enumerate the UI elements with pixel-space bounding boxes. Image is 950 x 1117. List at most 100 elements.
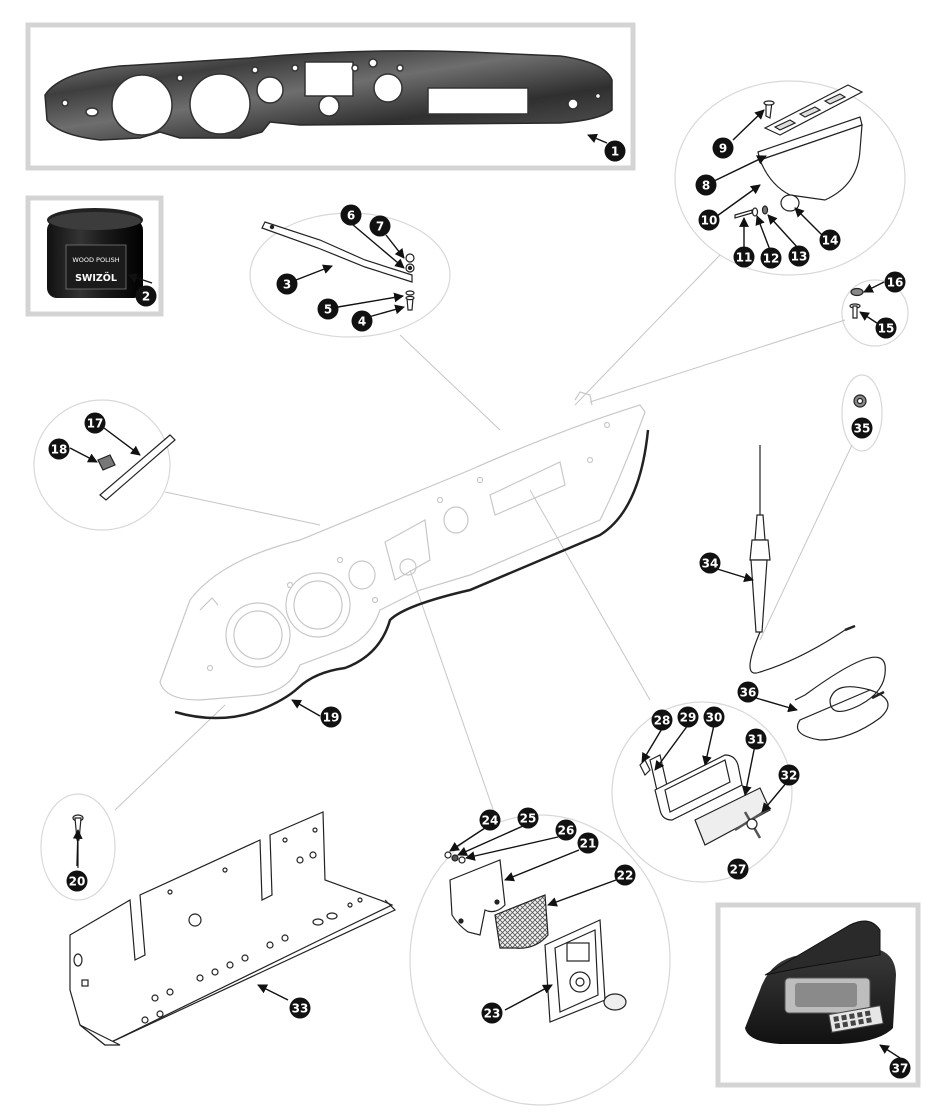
callout-label-7: 7 <box>376 220 384 234</box>
callout-badge-37: 37 <box>889 1057 911 1079</box>
callout-label-32: 32 <box>781 769 798 783</box>
callout-label-20: 20 <box>69 875 86 889</box>
callout-badge-9: 9 <box>712 137 734 159</box>
callout-badge-28: 28 <box>651 709 673 731</box>
callout-badge-10: 10 <box>698 209 720 231</box>
callout-badge-3: 3 <box>276 273 298 295</box>
callout-badge-2: 2 <box>135 285 157 307</box>
callout-badge-24: 24 <box>479 809 501 831</box>
callout-badge-26: 26 <box>555 819 577 841</box>
callout-label-28: 28 <box>654 714 671 728</box>
screw-parts <box>849 287 864 319</box>
callout-label-19: 19 <box>323 711 340 725</box>
radio-panel-parts <box>444 851 627 1023</box>
callout-label-24: 24 <box>482 814 499 828</box>
group-circle-grommet <box>841 374 883 452</box>
polish-label-brand: SWIZÖL <box>75 273 117 284</box>
callout-badges: 1 2 3 4 5 6 7 8 9 10 11 12 13 14 15 16 1… <box>48 137 911 1079</box>
callout-badge-30: 30 <box>703 706 725 728</box>
callout-badge-29: 29 <box>677 706 699 728</box>
callout-badge-27: 27 <box>727 858 749 880</box>
callout-badge-18: 18 <box>48 438 70 460</box>
callout-label-11: 11 <box>736 251 753 265</box>
switch-bracket-parts <box>734 84 864 219</box>
callout-label-30: 30 <box>706 711 723 725</box>
callout-badge-31: 31 <box>745 728 767 750</box>
callout-badge-32: 32 <box>778 764 800 786</box>
callout-label-14: 14 <box>822 234 839 248</box>
lower-tray <box>69 811 397 1046</box>
callout-label-9: 9 <box>719 142 727 156</box>
callout-badge-11: 11 <box>733 246 755 268</box>
callout-label-34: 34 <box>702 557 719 571</box>
trim-parts <box>97 434 176 501</box>
callout-badge-22: 22 <box>614 864 636 886</box>
callout-label-25: 25 <box>520 812 537 826</box>
callout-label-16: 16 <box>887 276 904 290</box>
callout-badge-12: 12 <box>760 247 782 269</box>
leader-lines <box>114 254 853 816</box>
group-circle-rivet <box>40 793 116 901</box>
callout-label-2: 2 <box>142 290 150 304</box>
dash-bracket-parts <box>261 221 415 311</box>
callout-label-36: 36 <box>740 686 757 700</box>
callout-badge-23: 23 <box>481 1002 503 1024</box>
callout-label-17: 17 <box>87 417 104 431</box>
callout-label-15: 15 <box>878 322 895 336</box>
group-circle-radio-panel <box>409 814 671 1106</box>
callout-badge-8: 8 <box>695 174 717 196</box>
callout-badge-16: 16 <box>884 271 906 293</box>
wood-dash-panel <box>44 50 613 141</box>
callout-label-23: 23 <box>484 1007 501 1021</box>
callout-badge-25: 25 <box>517 807 539 829</box>
callout-badge-17: 17 <box>84 412 106 434</box>
callout-label-31: 31 <box>748 733 765 747</box>
callout-badge-14: 14 <box>819 229 841 251</box>
group-circle-plate <box>611 701 793 883</box>
callout-badge-15: 15 <box>875 317 897 339</box>
plate-parts <box>639 754 771 846</box>
callout-badge-4: 4 <box>351 310 373 332</box>
center-console-box <box>745 920 896 1044</box>
callout-label-21: 21 <box>580 837 597 851</box>
callout-label-29: 29 <box>680 711 697 725</box>
callout-label-35: 35 <box>854 422 871 436</box>
polish-label-small: WOOD POLISH <box>72 256 119 264</box>
callout-label-22: 22 <box>617 869 634 883</box>
main-dash-panel-outline <box>159 391 646 701</box>
callout-label-12: 12 <box>763 252 780 266</box>
callout-label-18: 18 <box>51 443 68 457</box>
callout-badge-13: 13 <box>788 245 810 267</box>
callout-label-13: 13 <box>791 250 808 264</box>
callout-label-5: 5 <box>324 303 332 317</box>
group-circle-trim <box>33 399 171 531</box>
callout-label-26: 26 <box>558 824 575 838</box>
callout-label-10: 10 <box>701 214 718 228</box>
callout-badge-19: 19 <box>320 706 342 728</box>
callout-label-33: 33 <box>292 1002 309 1016</box>
callout-badge-20: 20 <box>66 870 88 892</box>
callout-badge-36: 36 <box>737 681 759 703</box>
callout-label-3: 3 <box>283 278 291 292</box>
callout-badge-6: 6 <box>340 204 362 226</box>
wood-polish-jar: WOOD POLISH SWIZÖL <box>47 208 143 298</box>
callout-label-37: 37 <box>892 1062 909 1076</box>
callout-label-6: 6 <box>347 209 355 223</box>
callout-badge-21: 21 <box>577 832 599 854</box>
group-circle-switch-bracket <box>674 80 906 276</box>
antenna-parts <box>749 394 889 741</box>
callout-label-27: 27 <box>730 863 747 877</box>
callout-label-1: 1 <box>611 145 619 159</box>
callout-badge-33: 33 <box>289 997 311 1019</box>
callout-badge-35: 35 <box>851 417 873 439</box>
callout-badge-7: 7 <box>369 215 391 237</box>
callout-badge-34: 34 <box>699 552 721 574</box>
callout-badge-5: 5 <box>317 298 339 320</box>
seal-strip <box>174 429 650 720</box>
group-circle-screw <box>841 279 909 347</box>
pointer-arrows <box>69 109 901 1059</box>
callout-label-4: 4 <box>358 315 366 329</box>
callout-label-8: 8 <box>702 179 710 193</box>
callout-badge-1: 1 <box>604 140 626 162</box>
